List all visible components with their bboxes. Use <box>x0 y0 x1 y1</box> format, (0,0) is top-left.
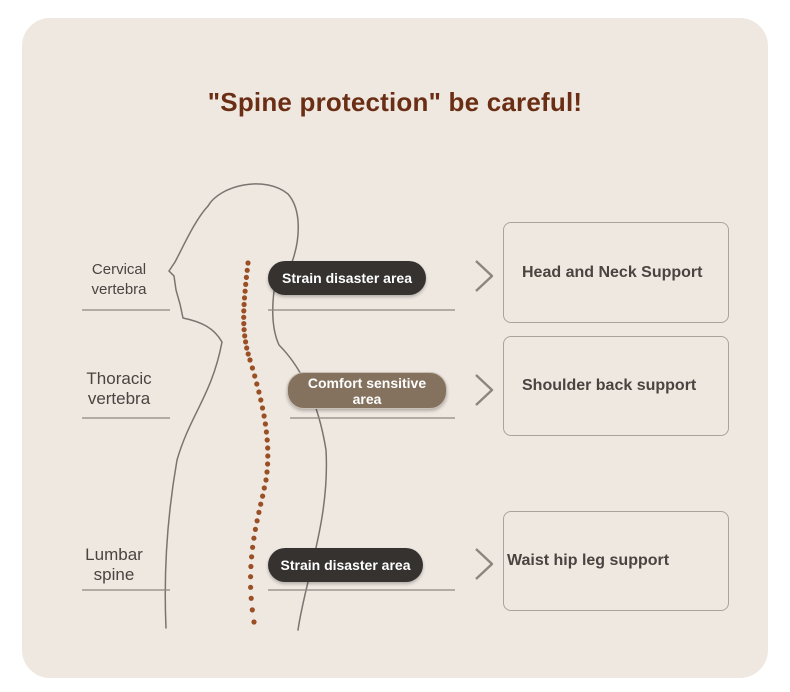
spine-dot <box>258 397 264 403</box>
spine-dot <box>263 477 269 483</box>
spine-dot <box>251 535 257 541</box>
spine-dots-icon <box>241 260 271 625</box>
chevron-right-icon <box>475 548 494 580</box>
spine-dot <box>263 429 269 435</box>
spine-dot <box>262 421 268 427</box>
spine-dot <box>264 469 270 475</box>
chevron-right-icon <box>475 374 494 406</box>
spine-dot <box>241 314 247 320</box>
pill-comfort-sensitive-area: Comfort sensitive area <box>287 372 447 409</box>
region-label-lumbar: Lumbar spine <box>85 545 143 584</box>
page-title: "Spine protection" be careful! <box>207 87 583 117</box>
spine-dot <box>260 493 266 499</box>
spine-dot <box>265 461 271 467</box>
spine-dot <box>243 281 249 287</box>
spine-dot <box>249 607 255 613</box>
region-label-thoracic: Thoracic vertebra <box>86 369 152 408</box>
spine-dot <box>254 518 260 524</box>
spine-dot <box>241 327 247 333</box>
spine-dot <box>242 288 248 294</box>
spine-dot <box>241 295 248 301</box>
spine-dot <box>258 501 264 507</box>
spine-dot <box>247 357 253 363</box>
spine-dot <box>252 526 258 533</box>
support-box-waist-hip-leg: Waist hip leg support <box>503 511 729 611</box>
spine-dot <box>243 339 249 345</box>
spine-dot <box>261 485 267 491</box>
spine-dot <box>259 405 266 411</box>
spine-dot <box>264 437 270 443</box>
spine-dot <box>256 509 262 515</box>
spine-dot <box>251 619 257 625</box>
spine-dot <box>248 563 254 570</box>
spine-dot <box>245 260 251 266</box>
spine-dot <box>244 345 250 351</box>
spine-dot <box>249 554 255 560</box>
spine-dot <box>241 321 247 327</box>
support-box-head-neck: Head and Neck Support <box>503 222 729 323</box>
pill-strain-disaster-area-1: Strain disaster area <box>268 261 426 295</box>
spine-dot <box>248 584 254 590</box>
spine-dot <box>265 445 271 451</box>
spine-dot <box>241 308 247 314</box>
spine-dot <box>243 274 249 280</box>
spine-dot <box>254 381 260 387</box>
spine-dot <box>250 544 256 550</box>
chevron-right-icon <box>475 260 494 292</box>
spine-dot <box>248 595 254 601</box>
pill-strain-disaster-area-2: Strain disaster area <box>268 548 423 582</box>
spine-dot <box>249 365 255 371</box>
region-label-cervical: Cervical vertebra <box>91 261 147 298</box>
spine-dot <box>265 453 271 459</box>
spine-dot <box>241 301 247 308</box>
spine-dot <box>261 413 267 419</box>
spine-dot <box>256 389 262 395</box>
spine-dot <box>242 333 248 339</box>
spine-dot <box>252 373 258 379</box>
support-box-shoulder-back: Shoulder back support <box>503 336 729 436</box>
spine-dot <box>248 574 254 580</box>
spine-dot <box>245 351 251 357</box>
spine-dot <box>244 267 250 273</box>
